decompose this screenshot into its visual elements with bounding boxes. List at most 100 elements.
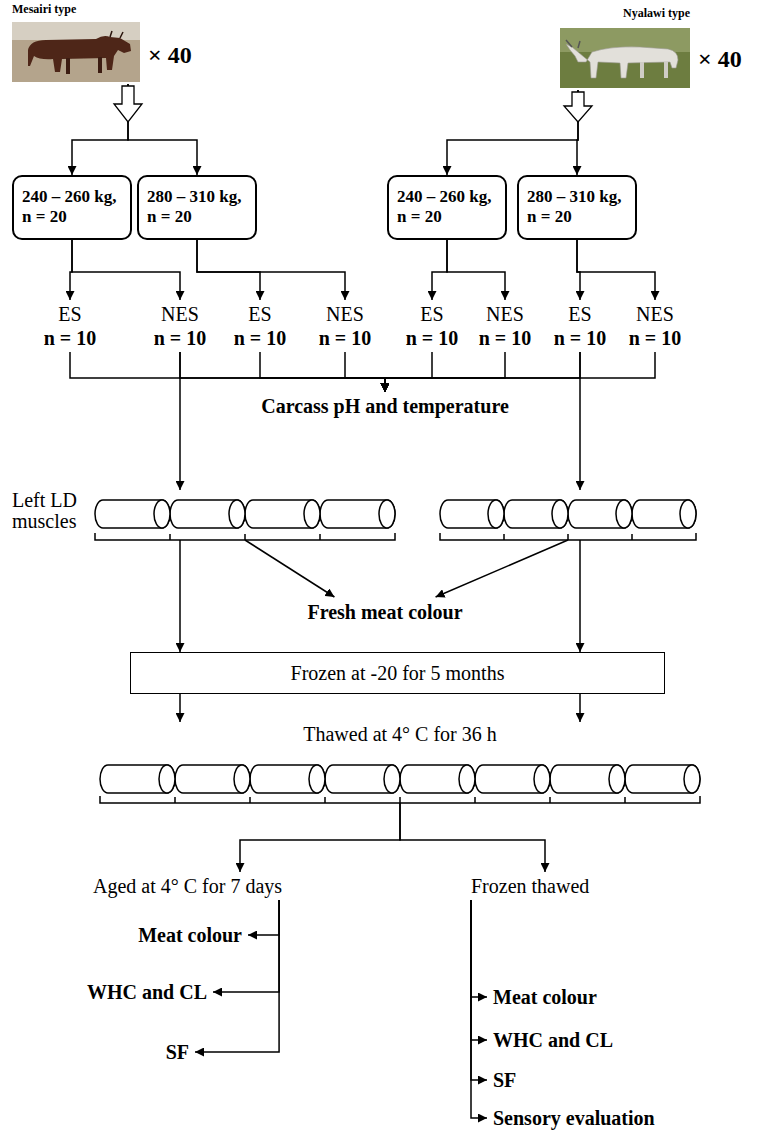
group-size: n = 10 <box>479 326 532 350</box>
node-text: Carcass pH and temperature <box>261 394 509 418</box>
measurement-label: Fresh meat colour <box>304 598 465 626</box>
flow-arrow <box>245 540 334 597</box>
flow-arrow <box>179 352 181 490</box>
cattle-horns <box>566 40 580 48</box>
group-size: n = 10 <box>44 326 97 350</box>
flow-arrow <box>345 352 385 392</box>
flow-arrow <box>432 240 447 300</box>
cattle-photo <box>12 22 140 82</box>
flow-arrow <box>471 900 487 1040</box>
cylinder-end <box>154 500 170 528</box>
cattle-leg <box>98 57 102 73</box>
node-text: WHC and CL <box>87 980 207 1004</box>
flow-arrow <box>197 240 345 300</box>
muscle-cylinder <box>632 500 696 528</box>
flow-arrow <box>447 90 578 175</box>
measurement-label: Meat colour <box>135 921 245 949</box>
node-text: Frozen thawed <box>471 874 589 898</box>
muscle-sample-group: Thawed at 4° C for 36 h <box>100 722 700 803</box>
flow-arrow <box>179 694 181 722</box>
cylinder-end <box>534 765 550 793</box>
photo-ground <box>12 22 140 82</box>
muscle-cylinder <box>320 500 395 528</box>
sample-brackets <box>95 533 700 803</box>
cylinder-end <box>234 765 250 793</box>
flow-arrow <box>179 540 181 652</box>
muscle-cylinder <box>250 765 325 793</box>
treatment-label: ESn = 10 <box>41 300 100 352</box>
flow-arrow <box>70 352 385 392</box>
node-text: Fresh meat colour <box>307 600 462 624</box>
muscle-cylinder <box>170 500 245 528</box>
connector-group <box>70 84 655 1118</box>
node-text: ES <box>234 302 287 326</box>
hollow-arrow <box>114 86 142 122</box>
group-size: n = 10 <box>554 326 607 350</box>
cattle-photo <box>560 28 690 88</box>
cylinder-end <box>488 500 504 528</box>
flow-arrow <box>197 240 260 300</box>
treatment-label: NESn = 10 <box>151 300 210 352</box>
muscle-cylinder <box>475 765 550 793</box>
cylinder-end <box>552 500 568 528</box>
hollow-arrow <box>564 92 592 122</box>
flow-arrow <box>385 352 432 392</box>
flow-arrow <box>579 352 581 490</box>
count-label: × 40 <box>148 42 192 68</box>
flow-arrow <box>436 540 568 597</box>
flow-arrow <box>72 240 180 300</box>
node-text: NES <box>629 302 682 326</box>
treatment-label: NESn = 10 <box>626 300 685 352</box>
flow-arrow <box>579 540 581 652</box>
group-size: n = 10 <box>406 326 459 350</box>
cattle-body <box>28 36 131 72</box>
flow-arrow <box>385 352 580 392</box>
muscle-cylinders <box>95 500 700 793</box>
flow-arrow <box>579 694 581 722</box>
node-text: ES <box>554 302 607 326</box>
node-text: 240 – 260 kg, n = 20 <box>22 187 122 228</box>
treatment-step: Frozen thawed <box>468 872 592 900</box>
measurement-label: SF <box>490 1066 519 1094</box>
weight-group-box: 240 – 260 kg, n = 20 <box>12 175 132 240</box>
cattle-leg <box>664 62 668 78</box>
node-text: NES <box>154 302 207 326</box>
photo-ground <box>560 28 690 88</box>
breed-photo: Mesairi type <box>10 2 142 84</box>
flow-arrow <box>180 352 385 392</box>
flow-arrow <box>385 352 505 392</box>
cylinder-end <box>159 765 175 793</box>
cylinder-end <box>304 500 320 528</box>
muscle-cylinder <box>100 765 175 793</box>
process-box: Frozen at -20 for 5 months <box>130 652 665 694</box>
node-text: NES <box>319 302 372 326</box>
cylinder-end <box>616 500 632 528</box>
muscle-cylinder <box>325 765 400 793</box>
muscle-cylinder <box>245 500 320 528</box>
group-size: n = 10 <box>629 326 682 350</box>
muscle-cylinder <box>550 765 625 793</box>
photo-sky <box>12 22 140 40</box>
group-size: n = 10 <box>154 326 207 350</box>
cattle-body <box>566 44 678 78</box>
muscle-cylinder <box>440 500 504 528</box>
node-text: Aged at 4° C for 7 days <box>93 874 282 898</box>
weight-group-box: 240 – 260 kg, n = 20 <box>387 175 507 240</box>
treatment-label: NESn = 10 <box>476 300 535 352</box>
group-size: n = 10 <box>319 326 372 350</box>
node-text: Mesairi type <box>12 2 140 17</box>
node-text: 280 – 310 kg, n = 20 <box>147 187 247 228</box>
cylinder-end <box>384 765 400 793</box>
node-text: 240 – 260 kg, n = 20 <box>397 187 497 228</box>
node-text: Frozen at -20 for 5 months <box>139 661 656 685</box>
count-label: × 40 <box>698 46 742 72</box>
cylinder-end <box>309 765 325 793</box>
measurement-label: WHC and CL <box>84 978 210 1006</box>
node-text: Thawed at 4° C for 36 h <box>100 722 700 746</box>
node-text: SF <box>166 1040 189 1064</box>
cylinder-end <box>379 500 395 528</box>
node-text: ES <box>406 302 459 326</box>
